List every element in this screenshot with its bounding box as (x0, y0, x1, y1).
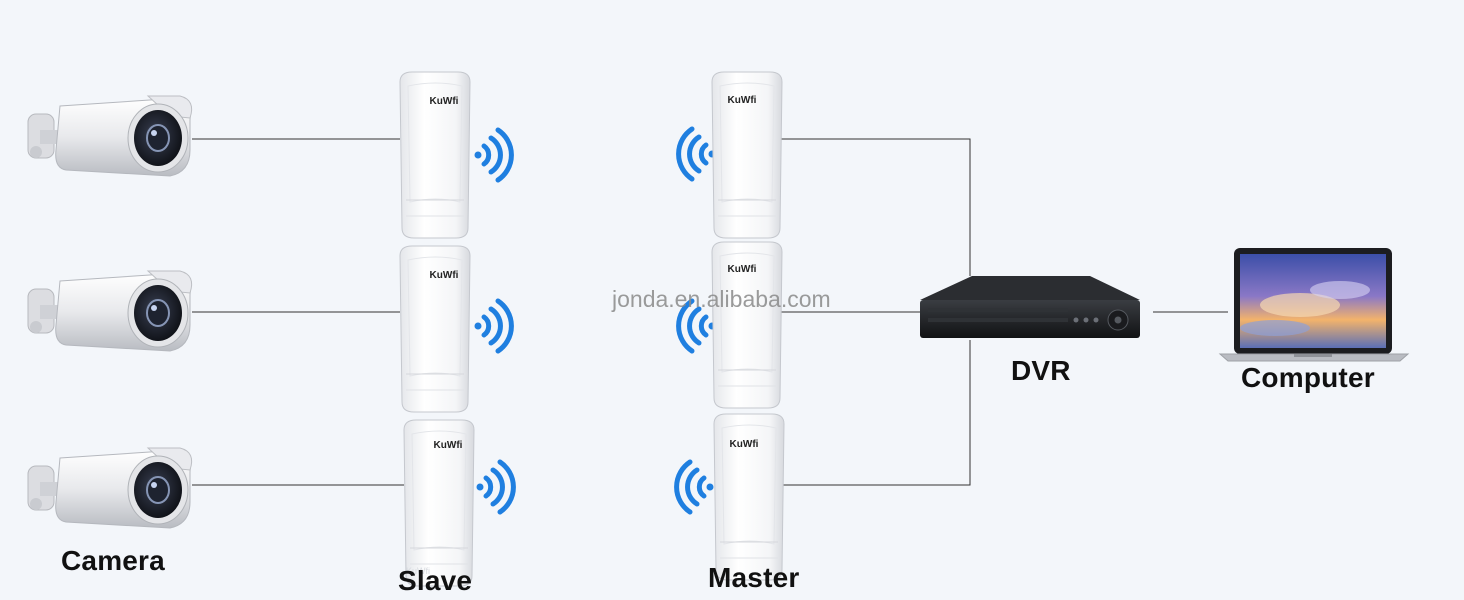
camera-icon (27, 95, 193, 177)
master1-dvr-link (781, 138, 971, 276)
slave-brand-faint: KuWfi (406, 566, 430, 576)
svg-text:KuWfi: KuWfi (728, 95, 757, 106)
dvr-icon (920, 276, 1140, 338)
wifi-signal-icon (477, 462, 514, 512)
cpe-device-icon: KuWfi (403, 419, 475, 587)
master-label: Master (708, 562, 800, 593)
wifi-signal-icon (679, 129, 716, 179)
wifi-signal-icon (475, 130, 512, 180)
cpe-device-icon: KuWfi (713, 413, 785, 581)
cpe-device-icon: KuWfi (399, 245, 471, 413)
svg-text:KuWfi: KuWfi (730, 439, 759, 450)
cpe-device-icon: KuWfi (399, 71, 471, 239)
watermark-text: jonda.en.alibaba.com (612, 286, 831, 312)
master3-dvr-link (783, 340, 971, 486)
camera-icon (27, 447, 193, 529)
computer-label: Computer (1241, 362, 1375, 393)
cpe-device-icon: KuWfi (711, 71, 783, 239)
camera-label: Camera (61, 545, 165, 576)
laptop-icon (1218, 248, 1410, 362)
cpe-device-icon: KuWfi (711, 241, 783, 409)
slave-label: Slave (398, 565, 473, 596)
camera-icon (27, 270, 193, 352)
dvr-label: DVR (1011, 355, 1071, 386)
svg-text:KuWfi: KuWfi (430, 270, 459, 281)
connection-lines (192, 138, 1228, 486)
wifi-signal-icon (475, 301, 512, 351)
svg-text:KuWfi: KuWfi (434, 440, 463, 451)
svg-text:KuWfi: KuWfi (728, 264, 757, 275)
svg-text:KuWfi: KuWfi (430, 96, 459, 107)
wifi-signal-icon (677, 462, 714, 512)
